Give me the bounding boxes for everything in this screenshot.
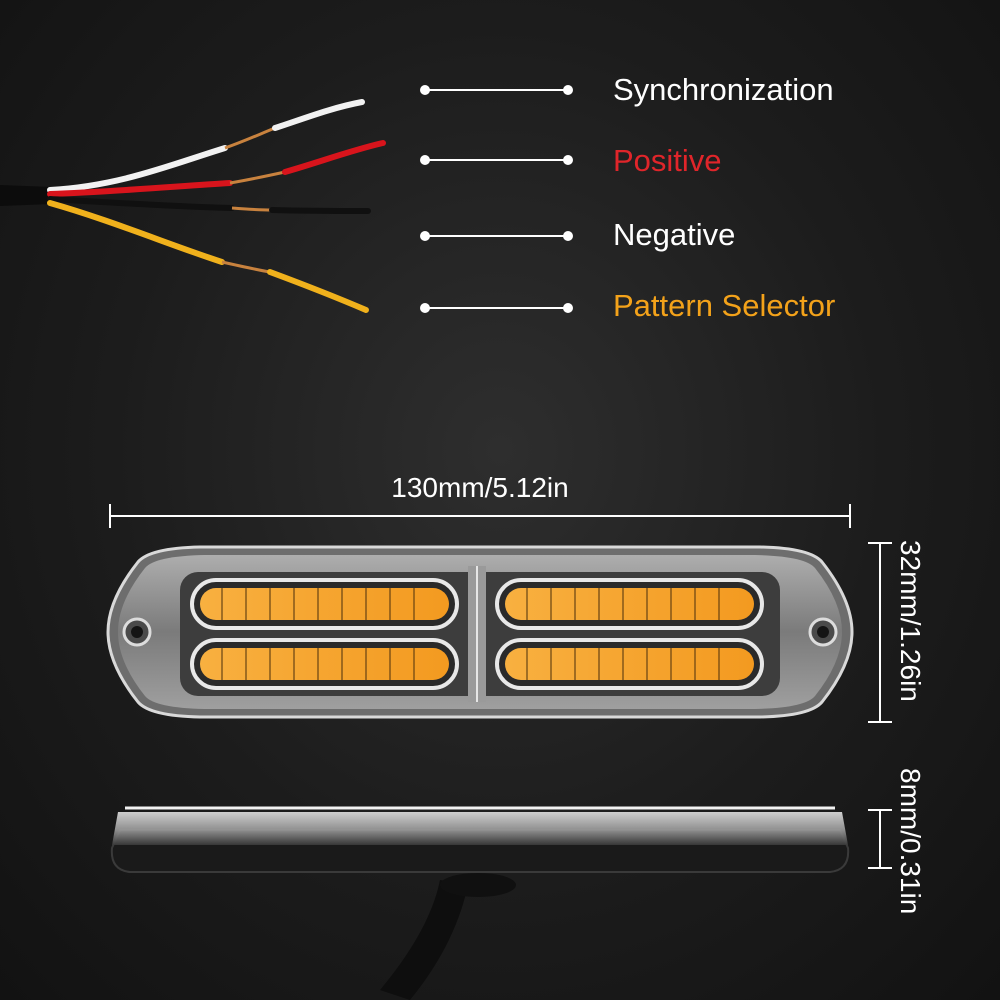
dimension-thickness-label: 8mm/0.31in — [895, 768, 926, 915]
mounting-hole-right — [808, 617, 838, 647]
leader-lines — [420, 85, 573, 313]
mounting-hole-left — [122, 617, 152, 647]
dimension-width-label: 32mm/1.26in — [895, 540, 926, 702]
led-module-bottom-left — [190, 638, 459, 690]
light-side-view — [110, 806, 850, 1000]
dimension-length-label: 130mm/5.12in — [391, 472, 569, 503]
label-negative: Negative — [613, 217, 736, 252]
wire-black — [47, 196, 371, 214]
label-pattern-selector: Pattern Selector — [613, 288, 836, 323]
wire-white — [47, 99, 365, 193]
label-synchronization: Synchronization — [613, 72, 834, 107]
led-module-bottom-right — [495, 638, 764, 690]
led-module-top-left — [190, 578, 459, 630]
label-positive: Positive — [613, 143, 722, 178]
light-top-view — [106, 545, 854, 719]
wire-bundle — [0, 99, 386, 313]
led-module-top-right — [495, 578, 764, 630]
wire-yellow — [47, 200, 369, 313]
cable-jacket — [0, 185, 52, 206]
dimension-lines — [109, 504, 892, 869]
wire-red — [47, 140, 386, 197]
